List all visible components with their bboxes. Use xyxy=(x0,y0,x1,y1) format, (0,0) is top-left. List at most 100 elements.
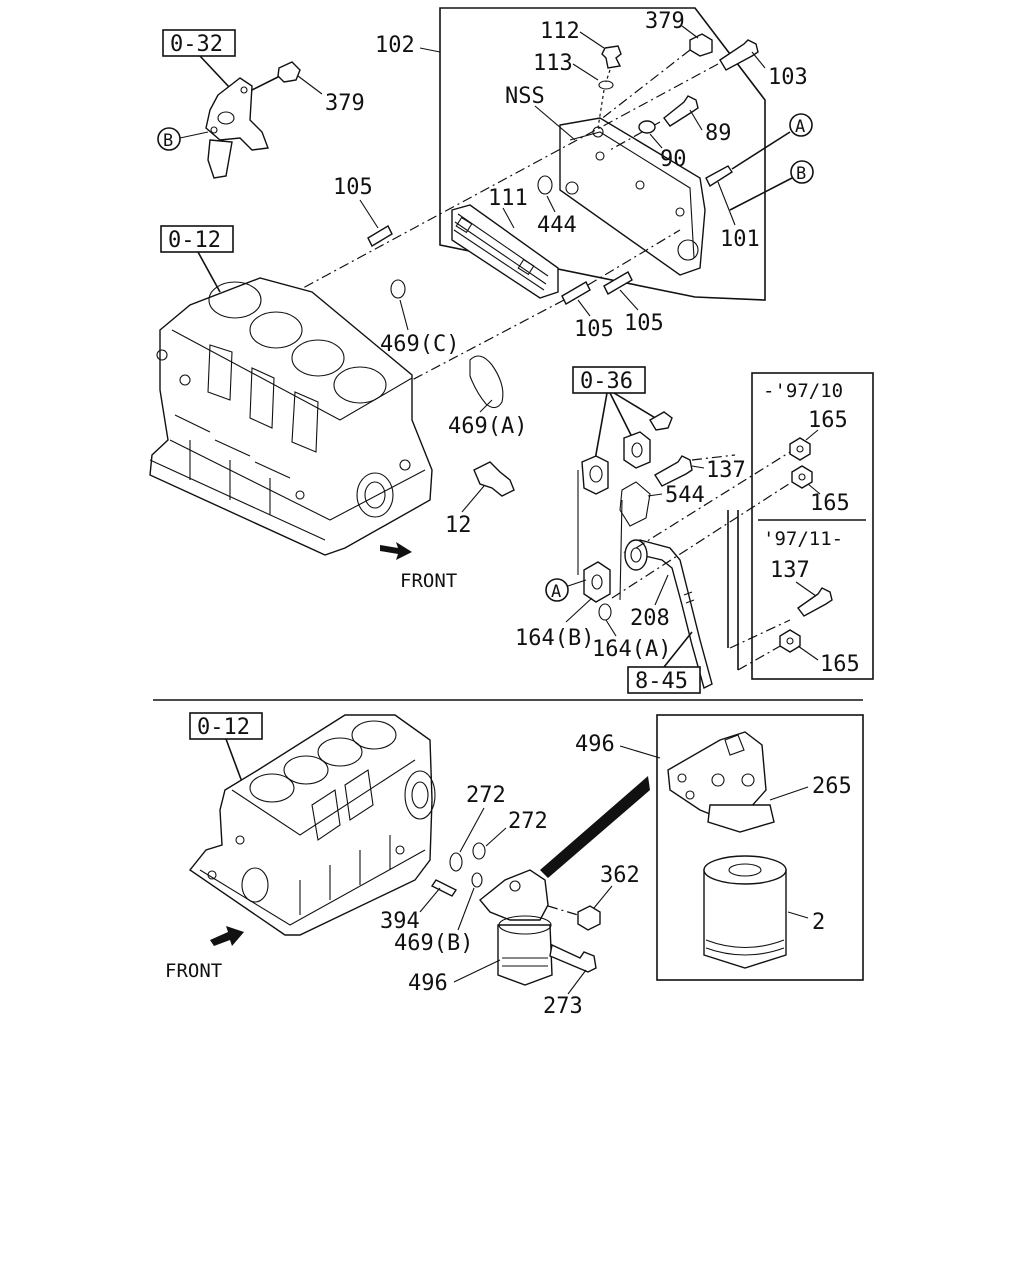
date-variant-box: -'97/10 165 165 '97/11- 137 165 xyxy=(751,372,874,680)
oring-272-a xyxy=(449,852,463,872)
ref-0-36[interactable]: 0-36 xyxy=(580,369,633,394)
date-box-frame xyxy=(751,372,874,680)
label-164a: 164(A) xyxy=(592,637,671,662)
label-444: 444 xyxy=(537,213,577,238)
front-arrow-top xyxy=(380,542,412,560)
ref-box-0-12-bottom[interactable] xyxy=(189,712,263,740)
thermostat-housing-group: 0-32 379 B xyxy=(157,29,365,179)
label-89: 89 xyxy=(705,121,732,146)
label-date-from: '97/11- xyxy=(763,528,843,550)
oring-113 xyxy=(598,80,614,90)
cylinder-block-bottom xyxy=(188,714,433,936)
nut-379-top xyxy=(689,33,713,57)
label-544: 544 xyxy=(665,483,705,508)
label-137-a: 137 xyxy=(706,458,746,483)
label-394: 394 xyxy=(380,909,420,934)
oring-469c xyxy=(390,279,406,299)
label-379-left: 379 xyxy=(325,91,365,116)
circle-b-left-letter: B xyxy=(163,131,173,151)
label-208: 208 xyxy=(630,606,670,631)
bolt-137-top xyxy=(654,455,693,487)
oil-cooler-cover xyxy=(559,117,706,276)
detail-pointer xyxy=(540,776,650,878)
label-469a: 469(A) xyxy=(448,414,527,439)
ref-box-0-32[interactable] xyxy=(162,29,236,57)
stud-105-middle xyxy=(561,281,591,305)
washer-90 xyxy=(638,120,656,134)
label-2: 2 xyxy=(812,910,825,935)
nut-165-a xyxy=(789,437,811,461)
circle-b-top xyxy=(790,160,814,184)
label-12: 12 xyxy=(445,513,472,538)
label-101: 101 xyxy=(720,227,760,252)
nut-165-c xyxy=(779,629,801,653)
flange-gasket-right xyxy=(623,431,651,469)
gasket-469a xyxy=(469,355,504,409)
circle-a-top-letter: A xyxy=(795,117,805,137)
gasket-164b xyxy=(583,561,611,603)
nut-362 xyxy=(577,905,601,931)
label-90: 90 xyxy=(660,147,687,172)
label-265: 265 xyxy=(812,774,852,799)
circle-b-top-letter: B xyxy=(796,164,806,184)
pipe-flange xyxy=(624,539,648,571)
ref-box-0-12-top[interactable] xyxy=(160,225,234,253)
ref-8-45[interactable]: 8-45 xyxy=(635,669,688,694)
cylinder-block-top-group: 0-12 105 469(C) 469(A) 12 xyxy=(149,175,527,592)
label-105-top: 105 xyxy=(333,175,373,200)
water-outlet-pipe xyxy=(207,139,233,179)
circle-b-left xyxy=(157,127,181,151)
label-113: 113 xyxy=(533,51,573,76)
stud-101 xyxy=(705,165,733,188)
oring-444 xyxy=(537,175,553,195)
label-272-b: 272 xyxy=(508,809,548,834)
small-bolt xyxy=(649,411,673,431)
label-front-top: FRONT xyxy=(400,570,457,592)
ref-box-8-45[interactable] xyxy=(627,666,701,694)
nut-379-left xyxy=(277,61,301,83)
oil-pipe-208 xyxy=(623,539,713,690)
bolt-273 xyxy=(549,943,597,973)
label-103: 103 xyxy=(768,65,808,90)
label-date-to: -'97/10 xyxy=(763,380,843,402)
filter-head-bottom xyxy=(479,869,549,921)
filter-detail-box: 496 265 2 xyxy=(575,714,864,981)
gasket-544 xyxy=(619,481,651,527)
cylinder-block-top xyxy=(149,277,433,556)
label-105-mid2: 105 xyxy=(624,311,664,336)
cylinder-block-bottom-group: 0-12 FRONT 272 272 469(B) 394 xyxy=(165,712,650,1019)
label-111: 111 xyxy=(488,186,528,211)
label-496-top: 496 xyxy=(575,732,615,757)
label-496-bottom: 496 xyxy=(408,971,448,996)
oil-cooler-enclosure xyxy=(439,7,766,301)
stud-394 xyxy=(430,879,458,897)
front-arrow-bottom xyxy=(210,926,244,946)
fitting-12 xyxy=(473,461,515,497)
label-164b: 164(B) xyxy=(515,626,594,651)
ref-0-32[interactable]: 0-32 xyxy=(170,32,223,57)
nut-165-b xyxy=(791,465,813,489)
oil-cooler-group: 102 NSS 112 113 379 103 89 xyxy=(289,7,814,381)
label-165-b: 165 xyxy=(810,491,850,516)
circle-a-top xyxy=(789,113,813,137)
filter-head-265 xyxy=(667,731,767,819)
label-469b: 469(B) xyxy=(394,931,473,956)
label-nss: NSS xyxy=(505,84,545,109)
label-273: 273 xyxy=(543,994,583,1019)
circle-a-mid xyxy=(545,578,569,602)
label-379-top: 379 xyxy=(645,9,685,34)
ref-0-12-top[interactable]: 0-12 xyxy=(168,228,221,253)
label-front-bottom: FRONT xyxy=(165,960,222,982)
ref-0-12-bottom[interactable]: 0-12 xyxy=(197,715,250,740)
label-362: 362 xyxy=(600,863,640,888)
flange-gasket-left xyxy=(581,455,609,495)
ref-box-0-36[interactable] xyxy=(572,366,646,394)
label-272-a: 272 xyxy=(466,783,506,808)
oring-164a xyxy=(598,603,612,621)
filter-head-base xyxy=(707,804,775,833)
label-165-a: 165 xyxy=(808,408,848,433)
oil-filter-bottom xyxy=(497,924,553,986)
bolt-103 xyxy=(719,39,759,71)
stud-105-top xyxy=(367,225,393,247)
